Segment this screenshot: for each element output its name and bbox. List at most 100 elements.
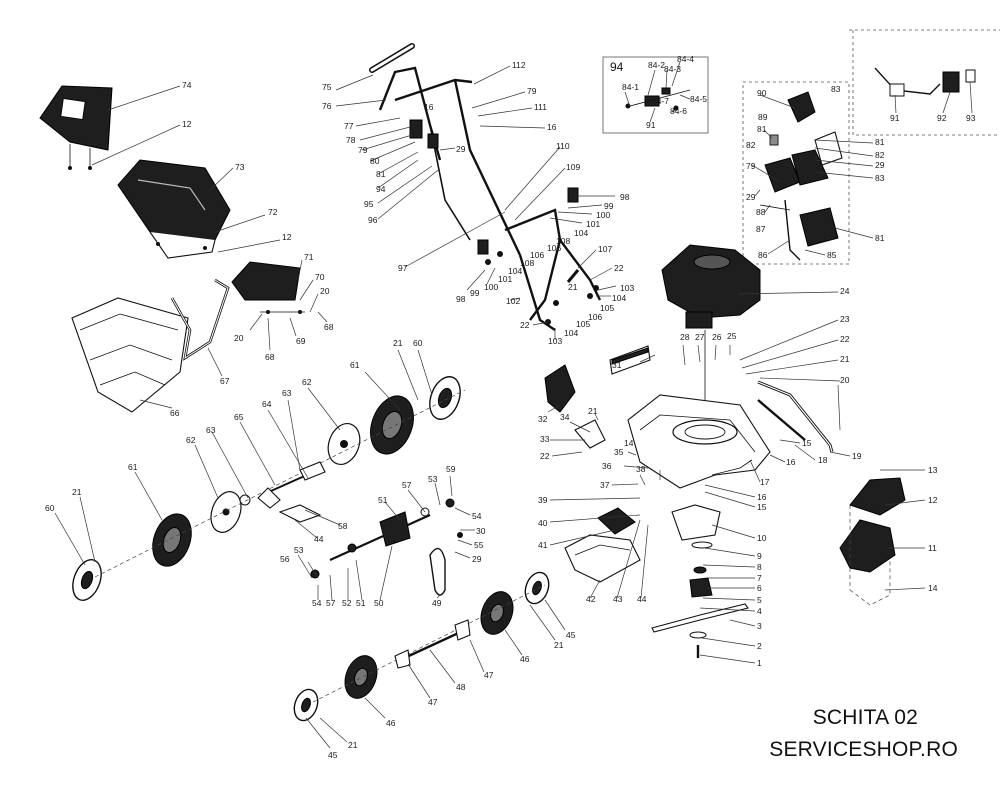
label-59: 59 <box>446 464 456 474</box>
label-24: 24 <box>840 286 850 296</box>
label-70: 70 <box>315 272 325 282</box>
label-12-a: 12 <box>182 119 192 129</box>
label-1: 1 <box>757 658 762 668</box>
label-62-a: 62 <box>302 377 312 387</box>
label-13: 13 <box>928 465 938 475</box>
label-105-a: 105 <box>600 303 614 313</box>
inset-83-parts <box>759 91 843 261</box>
label-33: 33 <box>540 434 550 444</box>
part-number-labels: 74 12 73 72 12 71 70 20 68 20 68 69 67 6… <box>45 54 976 760</box>
label-12-c: 12 <box>928 495 938 505</box>
label-103-b: 103 <box>548 336 562 346</box>
label-57-a: 57 <box>326 598 336 608</box>
label-86: 86 <box>758 250 768 260</box>
grass-bag-frame-part <box>170 278 230 361</box>
label-55: 55 <box>474 540 484 550</box>
label-69: 69 <box>296 336 306 346</box>
label-14-a: 14 <box>928 583 938 593</box>
label-46-a: 46 <box>520 654 530 664</box>
label-111: 111 <box>534 102 547 112</box>
label-104-d: 104 <box>564 328 578 338</box>
label-51-a: 51 <box>356 598 366 608</box>
label-109: 109 <box>566 162 580 172</box>
label-20-c: 20 <box>840 375 850 385</box>
label-21-f: 21 <box>554 640 564 650</box>
blade-assembly-part <box>651 504 749 658</box>
label-29-a: 29 <box>456 144 466 154</box>
label-45-b: 45 <box>328 750 338 760</box>
label-78: 78 <box>346 135 356 145</box>
label-100-b: 100 <box>484 282 498 292</box>
label-84-7: 84-7 <box>652 96 669 106</box>
label-38: 38 <box>636 464 646 474</box>
label-60-a: 60 <box>413 338 423 348</box>
label-53-b: 53 <box>428 474 438 484</box>
label-36: 36 <box>602 461 612 471</box>
label-65: 65 <box>234 412 244 422</box>
label-63-a: 63 <box>282 388 292 398</box>
label-61-b: 61 <box>128 462 138 472</box>
label-91-a: 91 <box>646 120 656 130</box>
label-79-b: 79 <box>527 86 537 96</box>
front-flap-part <box>839 477 906 606</box>
grass-bag-part <box>71 297 189 413</box>
label-62-b: 62 <box>186 435 196 445</box>
label-107: 107 <box>598 244 612 254</box>
leader-lines <box>54 61 973 749</box>
label-66: 66 <box>170 408 180 418</box>
label-104-b: 104 <box>508 266 522 276</box>
label-88: 88 <box>756 207 766 217</box>
side-chute-part <box>564 507 641 583</box>
label-81-c: 81 <box>875 137 885 147</box>
label-47-b: 47 <box>428 697 438 707</box>
label-35: 35 <box>614 447 624 457</box>
label-61-a: 61 <box>350 360 360 370</box>
label-32: 32 <box>538 414 548 424</box>
label-25: 25 <box>727 331 737 341</box>
label-63-b: 63 <box>206 425 216 435</box>
label-20-b: 20 <box>234 333 244 343</box>
label-103-a: 103 <box>620 283 634 293</box>
label-40: 40 <box>538 518 548 528</box>
label-26: 26 <box>712 332 722 342</box>
diagram-caption-site: SERVICESHOP.RO <box>769 738 958 761</box>
label-11: 11 <box>928 543 937 553</box>
mulching-plug-part <box>231 261 305 314</box>
wheel-rear-left-hub <box>210 491 251 533</box>
label-42: 42 <box>586 594 596 604</box>
label-14-b: 14 <box>624 438 634 448</box>
label-64: 64 <box>262 399 272 409</box>
label-106-a: 106 <box>547 243 561 253</box>
front-axle-part <box>757 380 834 453</box>
inset-94-parts <box>625 87 691 111</box>
label-71: 71 <box>304 252 314 262</box>
label-108-b: 108 <box>520 258 534 268</box>
label-44-a: 44 <box>637 594 647 604</box>
label-47-a: 47 <box>484 670 494 680</box>
label-29-d: 29 <box>472 554 482 564</box>
label-90: 90 <box>757 88 767 98</box>
label-81-b: 81 <box>757 124 767 134</box>
label-6: 6 <box>757 583 762 593</box>
label-15-b: 15 <box>757 502 767 512</box>
label-84-4: 84-4 <box>677 54 694 64</box>
label-84-3: 84-3 <box>664 64 681 74</box>
label-18: 18 <box>818 455 828 465</box>
label-75: 75 <box>322 82 332 92</box>
label-79-c: 79 <box>746 161 756 171</box>
height-adjuster-part <box>544 364 606 449</box>
label-9: 9 <box>757 551 762 561</box>
label-60-b: 60 <box>45 503 55 513</box>
label-20-a: 20 <box>320 286 330 296</box>
label-102: 102 <box>506 296 520 306</box>
label-98-b: 98 <box>456 294 466 304</box>
label-16-a: 16 <box>424 102 434 112</box>
axle-centerlines <box>94 389 546 703</box>
rear-guard-part <box>609 345 651 375</box>
label-43: 43 <box>613 594 623 604</box>
label-81-a: 81 <box>376 169 386 179</box>
label-8: 8 <box>757 562 762 572</box>
label-80: 80 <box>370 156 380 166</box>
label-45-a: 45 <box>566 630 576 640</box>
label-84-6: 84-6 <box>670 106 687 116</box>
